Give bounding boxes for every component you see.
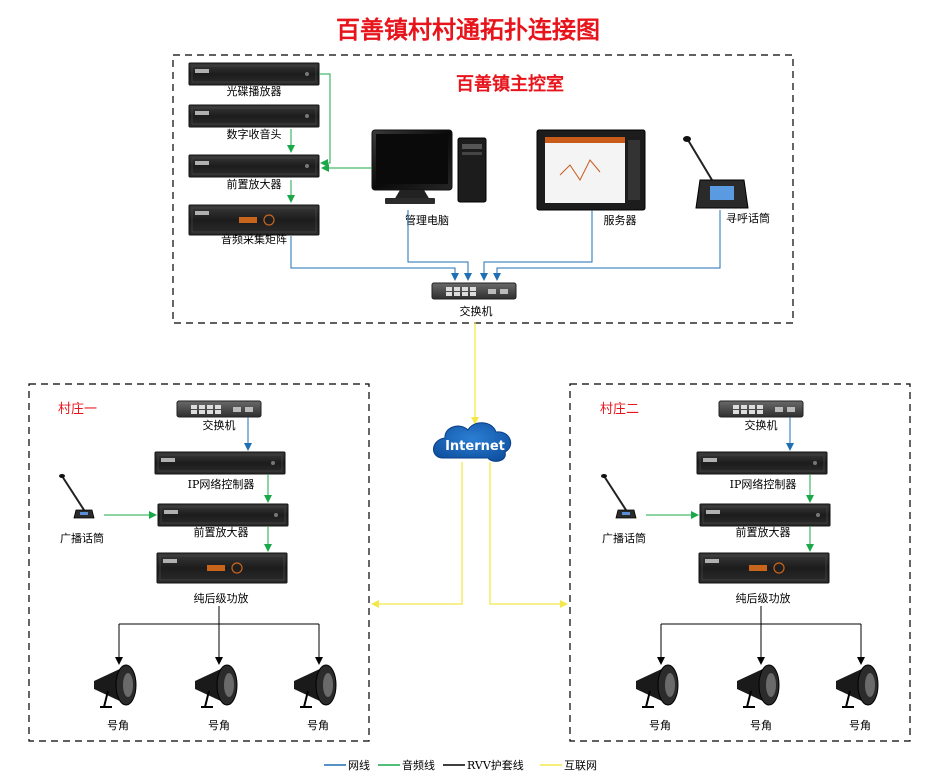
village2-amp: 纯后级功放 <box>698 552 830 605</box>
village1-title: 村庄一 <box>58 401 97 417</box>
main-switch: 交换机 <box>431 282 517 318</box>
village1-ip-controller: IP网络控制器 <box>154 451 286 491</box>
legend-internet-label: 互联网 <box>564 759 597 772</box>
village1-switch-label: 交换机 <box>203 418 236 432</box>
village2-amp-label: 纯后级功放 <box>736 591 791 605</box>
pc-to-switch-net-line <box>407 210 472 281</box>
village1-preamp: 前置放大器 <box>157 503 289 539</box>
village2-horn-1-label: 号角 <box>649 719 671 732</box>
village1-border <box>28 383 370 742</box>
preamp-main-label: 前置放大器 <box>227 177 282 191</box>
legend-audio-label: 音频线 <box>402 758 435 772</box>
village2-horn-3-label: 号角 <box>849 719 871 732</box>
control-room-title: 百善镇主控室 <box>456 73 564 95</box>
village2-mic: 广播话筒 <box>600 473 646 545</box>
village1-mic-label: 广播话筒 <box>60 531 104 545</box>
paging-mic-label: 寻呼话筒 <box>726 211 770 225</box>
village1-horn-2-label: 号角 <box>208 719 230 732</box>
village1-switch: 交换机 <box>176 400 262 432</box>
village2-border <box>569 383 911 742</box>
internet-to-village2-line <box>489 462 568 608</box>
village2-horn-2: 号角 <box>736 664 780 732</box>
matrix-to-switch-net-line <box>290 236 459 281</box>
management-pc-label: 管理电脑 <box>405 213 449 227</box>
village1-preamp-label: 前置放大器 <box>194 525 249 539</box>
main-switch-label: 交换机 <box>460 304 493 318</box>
village2-switch-label: 交换机 <box>745 418 778 432</box>
audio-matrix-label: 音频采集矩阵 <box>221 232 287 246</box>
village1-ip-controller-label: IP网络控制器 <box>188 477 255 491</box>
diagram-title: 百善镇村村通拓扑连接图 <box>336 15 600 44</box>
village1-horn-1: 号角 <box>93 664 137 732</box>
internet-cloud-icon: Internet <box>433 422 512 462</box>
village2-switch: 交换机 <box>718 400 804 432</box>
tuner-label: 数字收音头 <box>227 127 282 141</box>
audio-matrix: 音频采集矩阵 <box>188 204 320 246</box>
mic-to-switch-net-line <box>493 210 721 281</box>
village2-horn-3: 号角 <box>835 664 879 732</box>
village2-title: 村庄二 <box>600 401 639 417</box>
village1-amp: 纯后级功放 <box>156 552 288 605</box>
village2-horn-2-label: 号角 <box>750 719 772 732</box>
village2-horn-1: 号角 <box>635 664 679 732</box>
internet-to-village1-line <box>371 462 463 608</box>
village2-preamp: 前置放大器 <box>699 503 831 539</box>
village1-horn-3-label: 号角 <box>307 719 329 732</box>
legend-network-label: 网线 <box>348 758 370 772</box>
village2-mic-label: 广播话筒 <box>602 531 646 545</box>
village2-ip-controller: IP网络控制器 <box>696 451 828 491</box>
paging-mic: 寻呼话筒 <box>683 136 770 225</box>
cd-player-label: 光碟播放器 <box>227 84 282 98</box>
internet-label: Internet <box>445 439 505 454</box>
server-label: 服务器 <box>604 214 637 227</box>
legend-rvv-label: RVV护套线 <box>467 758 524 772</box>
management-pc: 管理电脑 <box>371 129 487 227</box>
village1-horn-1-label: 号角 <box>107 719 129 732</box>
server: 服务器 <box>536 129 646 227</box>
village1-horn-2: 号角 <box>194 664 238 732</box>
cd-to-preamp-audio-line <box>319 73 331 167</box>
tuner: 数字收音头 <box>188 104 320 141</box>
legend: 网线 音频线 RVV护套线 互联网 <box>324 758 597 772</box>
village2-preamp-label: 前置放大器 <box>736 525 791 539</box>
village2-ip-controller-label: IP网络控制器 <box>730 477 797 491</box>
preamp-main: 前置放大器 <box>188 154 320 191</box>
cd-player: 光碟播放器 <box>188 62 320 98</box>
village1-horn-3: 号角 <box>293 664 337 732</box>
village1-mic: 广播话筒 <box>58 473 104 545</box>
village1-amp-label: 纯后级功放 <box>194 591 249 605</box>
server-to-switch-net-line <box>480 210 593 281</box>
